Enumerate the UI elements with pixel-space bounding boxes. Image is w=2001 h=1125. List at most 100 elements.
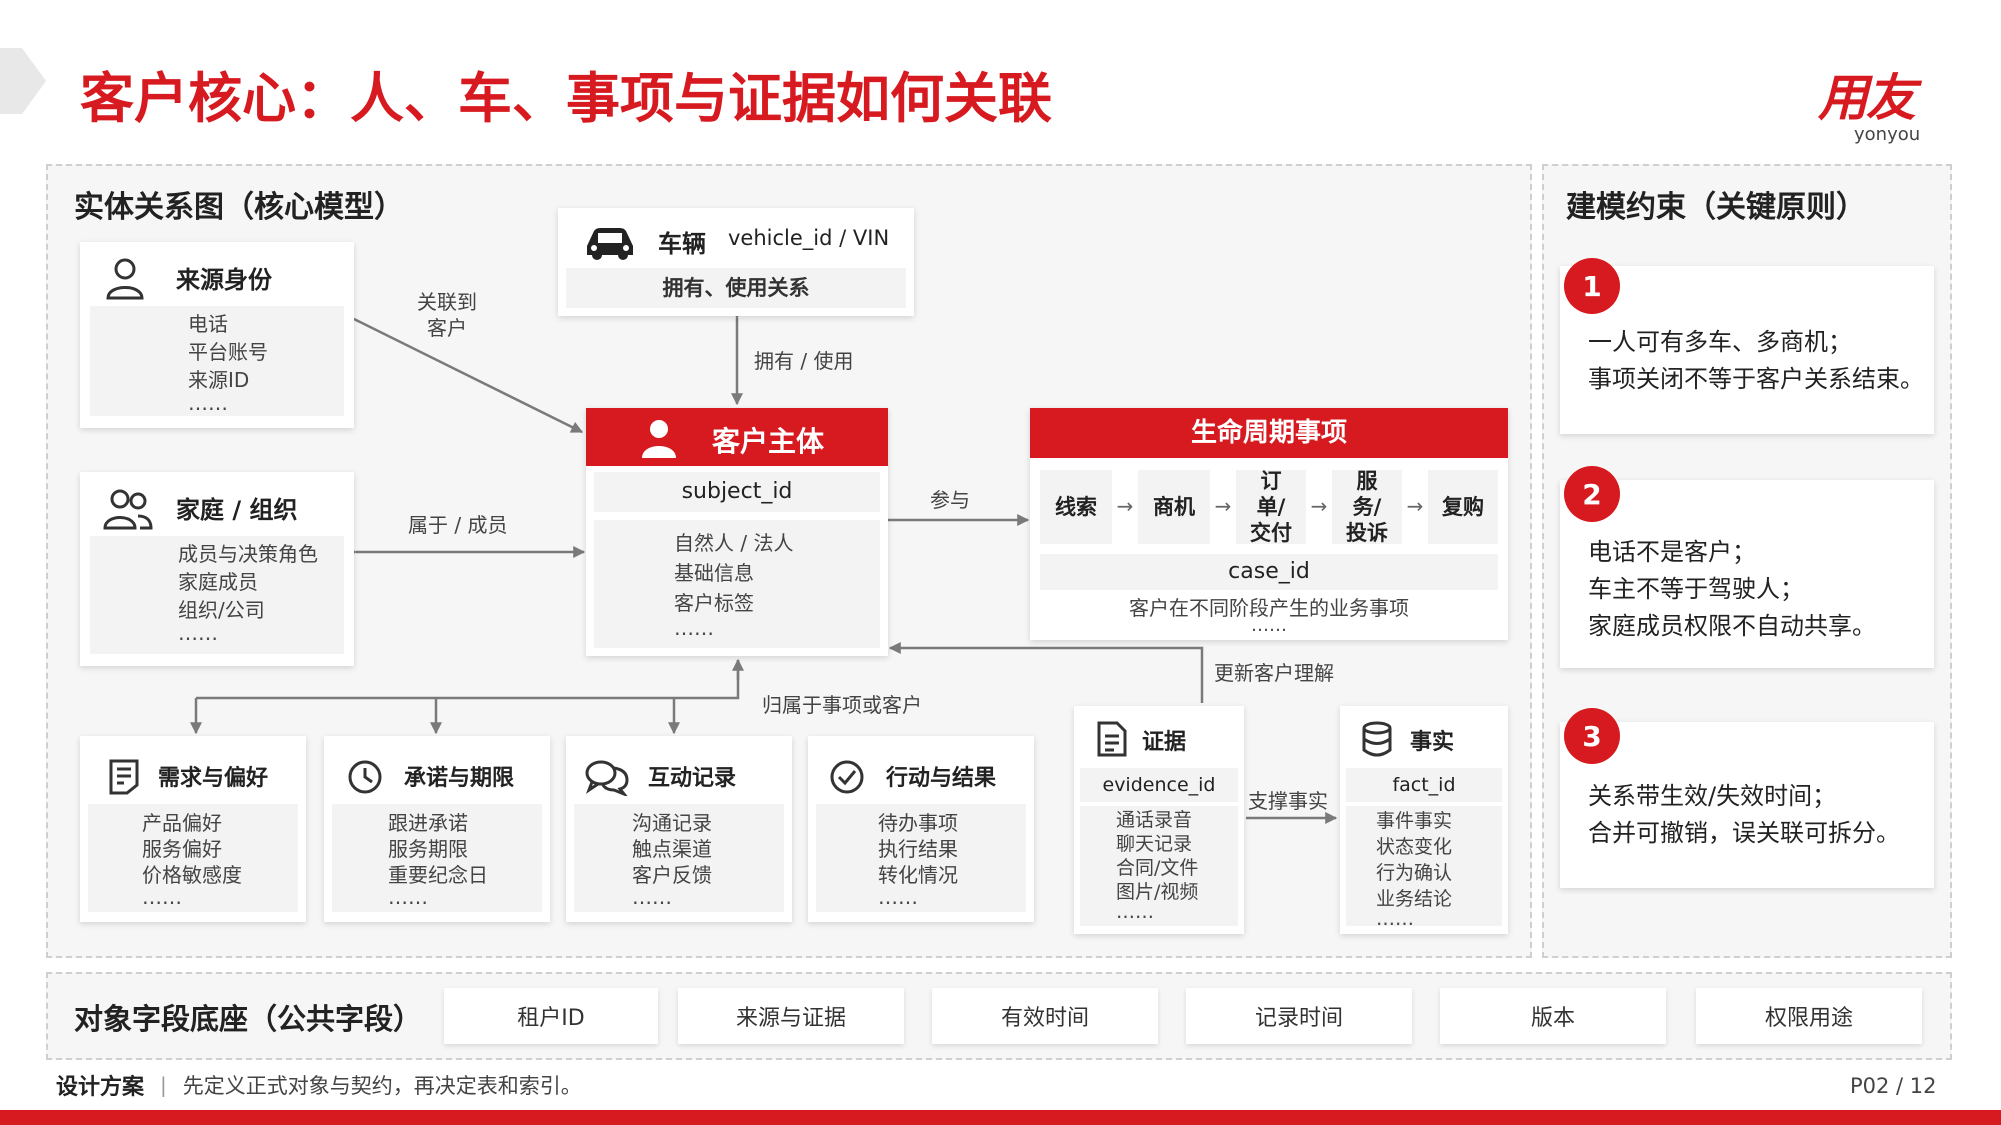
family-org-title: 家庭 / 组织 [176,496,298,524]
stage-lead: 线索 [1040,470,1112,544]
source-identity-box: 来源身份 电话 平台账号 来源ID …… [80,242,354,428]
person-icon [106,258,144,300]
footer: 设计方案 | 先定义正式对象与契约，再决定表和索引。 [56,1070,582,1100]
label-participate: 参与 [930,488,970,512]
stage-arrow-icon: → [1406,494,1424,518]
label-link-to-customer: 关联到客户 [417,290,477,340]
source-identity-item: 平台账号 [188,340,268,364]
rule-number-badge: 3 [1564,708,1620,764]
rule-line: 关系带生效/失效时间； [1588,782,1837,810]
card-item: 重要纪念日 [388,863,488,887]
card-item: 转化情况 [878,863,958,887]
lifecycle-box: 生命周期事项 线索 → 商机 → 订单/交付 → 服务/投诉 → 复购 case… [1030,408,1508,640]
lifecycle-title: 生命周期事项 [1190,418,1347,448]
field-version: 版本 [1440,988,1666,1044]
fact-item: …… [1376,908,1414,930]
stage-arrow-icon: → [1214,494,1232,518]
fact-item: 业务结论 [1376,888,1453,910]
field-tenant-id: 租户ID [444,988,658,1044]
customer-subject-item: 自然人 / 法人 [674,531,794,555]
customer-subject-item: 客户标签 [674,591,754,615]
fact-title: 事实 [1410,730,1455,755]
rule-line: 一人可有多车、多商机； [1588,328,1852,356]
document-icon [1097,721,1127,757]
label-belong-member: 属于 / 成员 [408,513,508,537]
rule-line: 车主不等于驾驶人； [1588,575,1804,603]
constraints-title: 建模约束（关键原则） [1566,190,1866,225]
source-identity-item: …… [188,391,228,415]
header-chevron-decoration [0,48,46,114]
stage-opportunity: 商机 [1138,470,1210,544]
vehicle-id: vehicle_id / VIN [728,226,890,250]
lifecycle-case-id: case_id [1040,554,1498,590]
person-icon [642,420,676,458]
evidence-item: 通话录音 [1116,809,1193,831]
customer-subject-item: …… [674,616,714,640]
vehicle-title: 车辆 [658,230,706,258]
interaction-record-card: 互动记录 沟通记录 触点渠道 客户反馈 …… [566,736,792,922]
rule-line: 事项关闭不等于客户关系结束。 [1588,365,1924,393]
stage-repurchase: 复购 [1428,470,1498,544]
card-item: 服务期限 [388,837,468,861]
entity-diagram-title: 实体关系图（核心模型） [74,190,404,225]
lifecycle-desc: 客户在不同阶段产生的业务事项 [1129,596,1409,620]
commitment-deadline-title: 承诺与期限 [404,766,515,791]
stage-arrow-icon: → [1116,494,1134,518]
evidence-id: evidence_id [1080,768,1238,802]
fact-body: 事件事实 状态变化 行为确认 业务结论 …… [1346,806,1502,930]
fact-item: 事件事实 [1376,810,1453,832]
footer-separator: | [160,1073,167,1097]
rule-1-text: 一人可有多车、多商机； 事项关闭不等于客户关系结束。 [1588,324,1924,398]
customer-subject-id: subject_id [594,472,880,512]
evidence-item: 图片/视频 [1116,881,1199,903]
rule-card-2: 电话不是客户； 车主不等于驾驶人； 家庭成员权限不自动共享。 [1560,480,1934,668]
card-item: …… [388,885,428,909]
vehicle-box: 车辆 vehicle_id / VIN 拥有、使用关系 [558,208,914,316]
evidence-box: 证据 evidence_id 通话录音 聊天记录 合同/文件 图片/视频 …… [1074,706,1244,934]
logo-text: 用友 [1818,69,1916,127]
family-org-item: …… [178,621,218,645]
evidence-title: 证据 [1142,730,1187,755]
rule-3-text: 关系带生效/失效时间； 合并可撤销，误关联可拆分。 [1588,778,1900,852]
commitment-deadline-card: 承诺与期限 跟进承诺 服务期限 重要纪念日 …… [324,736,550,922]
car-icon [587,228,633,260]
evidence-item: …… [1116,901,1154,923]
footer-label: 设计方案 [56,1075,145,1100]
label-support-fact: 支撑事实 [1248,789,1328,813]
card-item: 执行结果 [878,837,958,861]
family-org-box: 家庭 / 组织 成员与决策角色 家庭成员 组织/公司 …… [80,472,354,666]
lifecycle-stage-row: 线索 → 商机 → 订单/交付 → 服务/投诉 → 复购 [1040,469,1498,545]
fact-item: 行为确认 [1376,862,1453,884]
source-identity-title: 来源身份 [176,266,272,294]
source-identity-body: 电话 平台账号 来源ID …… [90,306,344,416]
interaction-record-body: 沟通记录 触点渠道 客户反馈 …… [574,804,784,912]
stage-arrow-icon: → [1310,494,1328,518]
fact-id: fact_id [1346,768,1502,802]
chat-bubbles-icon [585,760,629,796]
label-own-use: 拥有 / 使用 [754,349,854,373]
source-identity-item: 来源ID [188,368,250,392]
field-record-time: 记录时间 [1186,988,1412,1044]
evidence-item: 合同/文件 [1116,857,1199,879]
card-item: 触点渠道 [632,837,712,861]
fact-item: 状态变化 [1376,836,1453,858]
commitment-deadline-body: 跟进承诺 服务期限 重要纪念日 …… [332,804,542,912]
demand-preference-body: 产品偏好 服务偏好 价格敏感度 …… [88,804,298,912]
check-circle-icon [830,760,864,794]
action-result-card: 行动与结果 待办事项 执行结果 转化情况 …… [808,736,1034,922]
document-list-icon [109,759,139,795]
lifecycle-header: 生命周期事项 [1030,408,1508,458]
page-number: P02 / 12 [1850,1074,1937,1098]
field-valid-time: 有效时间 [932,988,1158,1044]
rule-card-1: 一人可有多车、多商机； 事项关闭不等于客户关系结束。 [1560,266,1934,434]
vehicle-relation: 拥有、使用关系 [566,268,906,308]
card-item: …… [142,885,182,909]
rule-line: 电话不是客户； [1588,538,1756,566]
customer-subject-title: 客户主体 [712,425,825,458]
family-org-body: 成员与决策角色 家庭成员 组织/公司 …… [90,536,344,654]
rule-card-3: 关系带生效/失效时间； 合并可撤销，误关联可拆分。 [1560,722,1934,888]
database-icon [1362,721,1392,757]
card-item: 价格敏感度 [142,863,242,887]
footer-text: 先定义正式对象与契约，再决定表和索引。 [182,1074,582,1098]
label-update-understanding: 更新客户理解 [1214,661,1334,685]
